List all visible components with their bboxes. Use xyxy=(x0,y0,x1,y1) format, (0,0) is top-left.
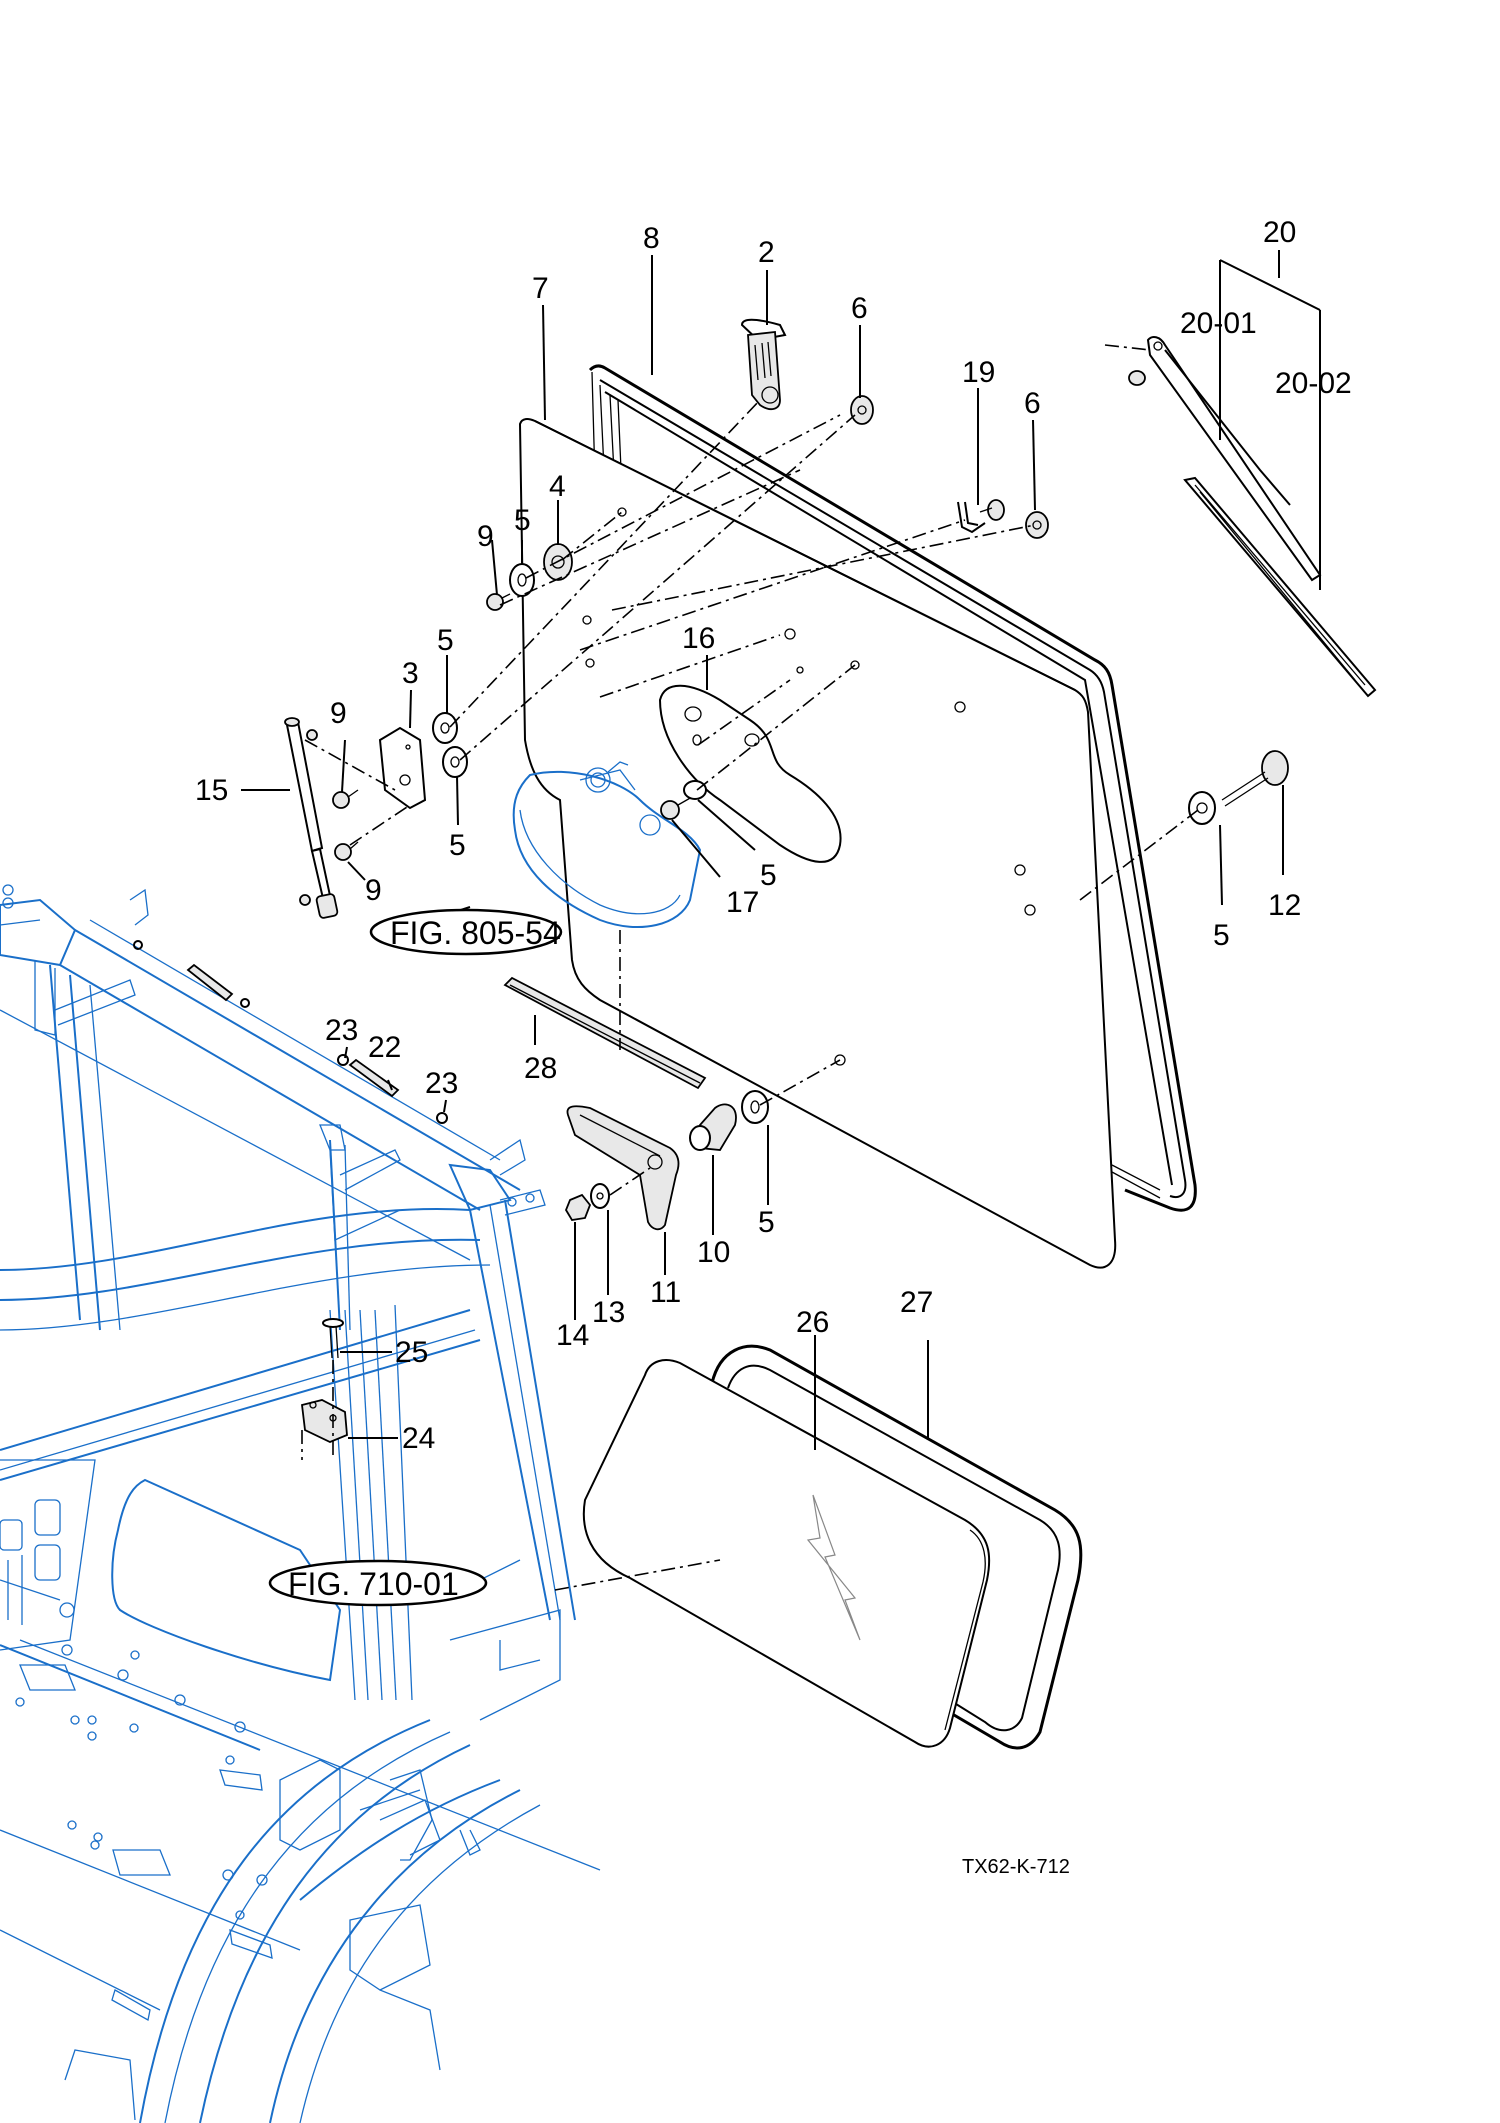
figure-ref-805-54-label[interactable]: FIG. 805-54 xyxy=(390,915,561,951)
part-22-pin-left xyxy=(133,940,250,1008)
callout-26: 26 xyxy=(796,1306,829,1339)
callout-5d: 5 xyxy=(760,859,777,892)
callout-22: 22 xyxy=(368,1031,401,1064)
callout-7: 7 xyxy=(532,272,549,305)
part-19-washer-nozzle xyxy=(957,499,1005,534)
callout-16: 16 xyxy=(682,622,715,655)
part-9-bolt-c xyxy=(334,841,359,861)
assembly-lines xyxy=(301,344,1199,1591)
callout-9a: 9 xyxy=(477,520,494,553)
callout-10: 10 xyxy=(697,1236,730,1269)
callout-3: 3 xyxy=(402,657,419,690)
callout-24: 24 xyxy=(402,1422,435,1455)
callout-12: 12 xyxy=(1268,889,1301,922)
part-20-wiper xyxy=(1128,336,1377,698)
part-6-grommet-a xyxy=(850,395,874,425)
part-11-handle xyxy=(566,1105,680,1231)
callout-23b: 23 xyxy=(425,1067,458,1100)
callout-9c: 9 xyxy=(365,874,382,907)
part-14-nut xyxy=(564,1193,592,1221)
lamp-housing xyxy=(512,761,702,928)
part-15-gas-strut xyxy=(284,717,339,919)
part-8-window-seal xyxy=(588,364,1197,1212)
part-25-screw xyxy=(322,1318,344,1359)
part-9-bolt-a xyxy=(486,593,511,611)
part-5-washer-c xyxy=(432,712,458,744)
callout-28: 28 xyxy=(524,1052,557,1085)
callout-6b: 6 xyxy=(1024,387,1041,420)
drawing-code: TX62-K-712 xyxy=(962,1856,1070,1878)
part-3-bracket xyxy=(378,726,427,810)
callout-4: 4 xyxy=(549,470,566,503)
part-22-pin xyxy=(348,1058,400,1098)
callout-6a: 6 xyxy=(851,292,868,325)
callout-25: 25 xyxy=(395,1336,428,1369)
callout-8: 8 xyxy=(643,222,660,255)
callouts: 20 20-01 20-02 8 2 7 6 19 6 4 5 9 16 5 3… xyxy=(195,216,1352,1455)
part-24-block xyxy=(301,1399,348,1443)
callout-13: 13 xyxy=(592,1296,625,1329)
figure-ref-805-54[interactable]: FIG. 805-54 xyxy=(369,908,563,956)
part-26-side-glass xyxy=(582,1359,991,1748)
part-10-striker xyxy=(689,1103,737,1151)
callout-23a: 23 xyxy=(325,1014,358,1047)
part-27-side-seal xyxy=(710,1344,1083,1750)
callout-20-01: 20-01 xyxy=(1180,307,1257,340)
part-5-washer-f xyxy=(741,1090,769,1124)
figure-ref-710-01[interactable]: FIG. 710-01 xyxy=(268,1559,488,1607)
part-6-grommet-b xyxy=(1025,511,1049,539)
callout-11: 11 xyxy=(650,1276,681,1309)
callout-20-02: 20-02 xyxy=(1275,367,1352,400)
callout-5c: 5 xyxy=(449,829,466,862)
callout-15: 15 xyxy=(195,774,228,807)
part-9-bolt-b xyxy=(332,789,359,809)
callout-20: 20 xyxy=(1263,216,1296,249)
part-13-washer xyxy=(590,1183,610,1209)
callout-5b: 5 xyxy=(437,624,454,657)
callout-5f: 5 xyxy=(758,1206,775,1239)
callout-5a: 5 xyxy=(514,504,531,537)
part-23-clip-a xyxy=(337,1054,349,1066)
part-17-bolt xyxy=(660,780,707,820)
callout-19: 19 xyxy=(962,356,995,389)
callout-2: 2 xyxy=(758,236,775,269)
leader-lines xyxy=(241,250,1321,1450)
cab-frame xyxy=(0,884,601,2123)
callout-5e: 5 xyxy=(1213,919,1230,952)
callout-27: 27 xyxy=(900,1286,933,1319)
part-23-clip-b xyxy=(436,1112,448,1124)
part-5-washer-e xyxy=(1188,791,1216,825)
part-28-seal-strip xyxy=(503,976,707,1090)
figure-ref-710-01-label[interactable]: FIG. 710-01 xyxy=(288,1566,459,1602)
part-12-bolt xyxy=(1221,750,1289,807)
callout-14: 14 xyxy=(556,1319,589,1352)
callout-9b: 9 xyxy=(330,697,347,730)
part-2-hinge xyxy=(740,318,787,411)
part-5-washer-d xyxy=(442,746,468,778)
callout-17: 17 xyxy=(726,886,759,919)
